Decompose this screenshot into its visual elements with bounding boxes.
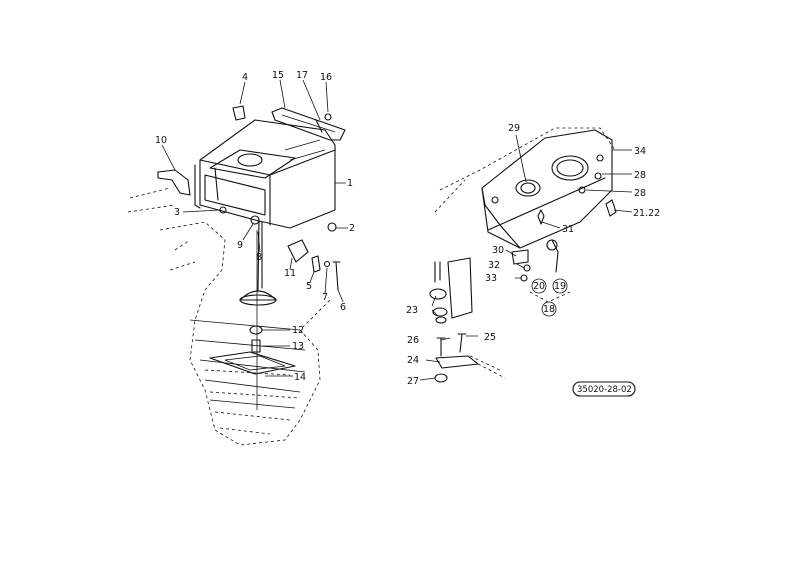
label-part-17: 17 (296, 70, 308, 81)
label-part-12: 12 (292, 325, 304, 336)
label-part-34: 34 (634, 146, 646, 157)
label-part-15: 15 (272, 70, 284, 81)
panel-background-dashed (434, 127, 616, 213)
drawing-code: 35020-28-02 (577, 385, 632, 395)
right-assembly (419, 127, 633, 383)
label-part-14: 14 (294, 372, 306, 383)
label-part-24: 24 (407, 355, 419, 366)
sender-17 (315, 119, 323, 133)
indicator-28a (594, 172, 602, 180)
label-part-16: 16 (320, 72, 332, 83)
label-part-8: 8 (256, 252, 262, 263)
label-part-21-22: 21.22 (633, 208, 660, 219)
label-part-18: 18 (543, 304, 555, 315)
screw-6 (332, 261, 341, 291)
harness-19 (551, 239, 559, 273)
bulb-33 (520, 274, 528, 282)
left-assembly (127, 79, 348, 446)
label-part-11: 11 (284, 268, 296, 279)
frame-rails (189, 319, 306, 409)
switch-bracket-30 (511, 249, 529, 265)
cap-4 (232, 105, 246, 121)
nut-27 (434, 373, 448, 383)
indicator-28b (578, 186, 586, 194)
label-part-1: 1 (347, 178, 353, 189)
frame-dashed-lower (204, 369, 301, 435)
instrument-panel (481, 129, 617, 249)
bracket-11 (287, 239, 309, 263)
mount-bracket-23 (429, 257, 473, 324)
bolt-26 (436, 337, 446, 357)
label-part-28a: 28 (634, 170, 646, 181)
label-part-33: 33 (485, 273, 497, 284)
label-part-25: 25 (484, 332, 496, 343)
label-part-13: 13 (292, 341, 304, 352)
label-part-6: 6 (340, 302, 346, 313)
leaders-left (161, 79, 348, 377)
fuel-tank (194, 119, 336, 229)
label-part-5: 5 (306, 281, 312, 292)
label-part-26: 26 (407, 335, 419, 346)
gasket-15 (271, 107, 346, 141)
clip-5 (311, 255, 321, 273)
plate-14 (209, 351, 296, 375)
gauge-large (551, 155, 589, 181)
rheostat-21-22 (605, 199, 617, 217)
label-part-20: 20 (533, 281, 545, 292)
label-part-32: 32 (488, 260, 500, 271)
gauge-29 (515, 179, 541, 197)
bolt-3 (219, 206, 227, 214)
leaders-right (419, 134, 633, 381)
body-outline-dashed (127, 187, 331, 446)
drawing-code-box: 35020-28-02 (572, 381, 636, 397)
strap-10 (157, 169, 191, 196)
callout-circles (531, 278, 568, 317)
part-labels: 1 2 3 4 5 6 7 8 9 10 11 12 13 14 15 16 1… (155, 70, 660, 387)
label-part-4: 4 (242, 72, 248, 83)
label-part-3: 3 (174, 207, 180, 218)
nut-2 (327, 222, 337, 232)
lamp-32 (523, 264, 531, 272)
connector-31 (537, 209, 545, 225)
bracket-24 (435, 355, 479, 369)
label-part-28b: 28 (634, 188, 646, 199)
label-part-2: 2 (349, 223, 355, 234)
bracket-18 (529, 291, 571, 303)
fuel-line-8 (257, 219, 263, 291)
label-part-30: 30 (492, 245, 504, 256)
screw-16 (324, 113, 332, 121)
label-part-10: 10 (155, 135, 167, 146)
label-part-9: 9 (237, 240, 243, 251)
label-part-7: 7 (322, 292, 328, 303)
bolt-25 (457, 333, 467, 353)
label-part-19: 19 (554, 281, 566, 292)
label-part-23: 23 (406, 305, 418, 316)
label-part-27: 27 (407, 376, 419, 387)
label-part-29: 29 (508, 123, 520, 134)
washer-12 (249, 325, 263, 335)
washer-7 (323, 260, 331, 268)
label-part-31: 31 (562, 224, 574, 235)
